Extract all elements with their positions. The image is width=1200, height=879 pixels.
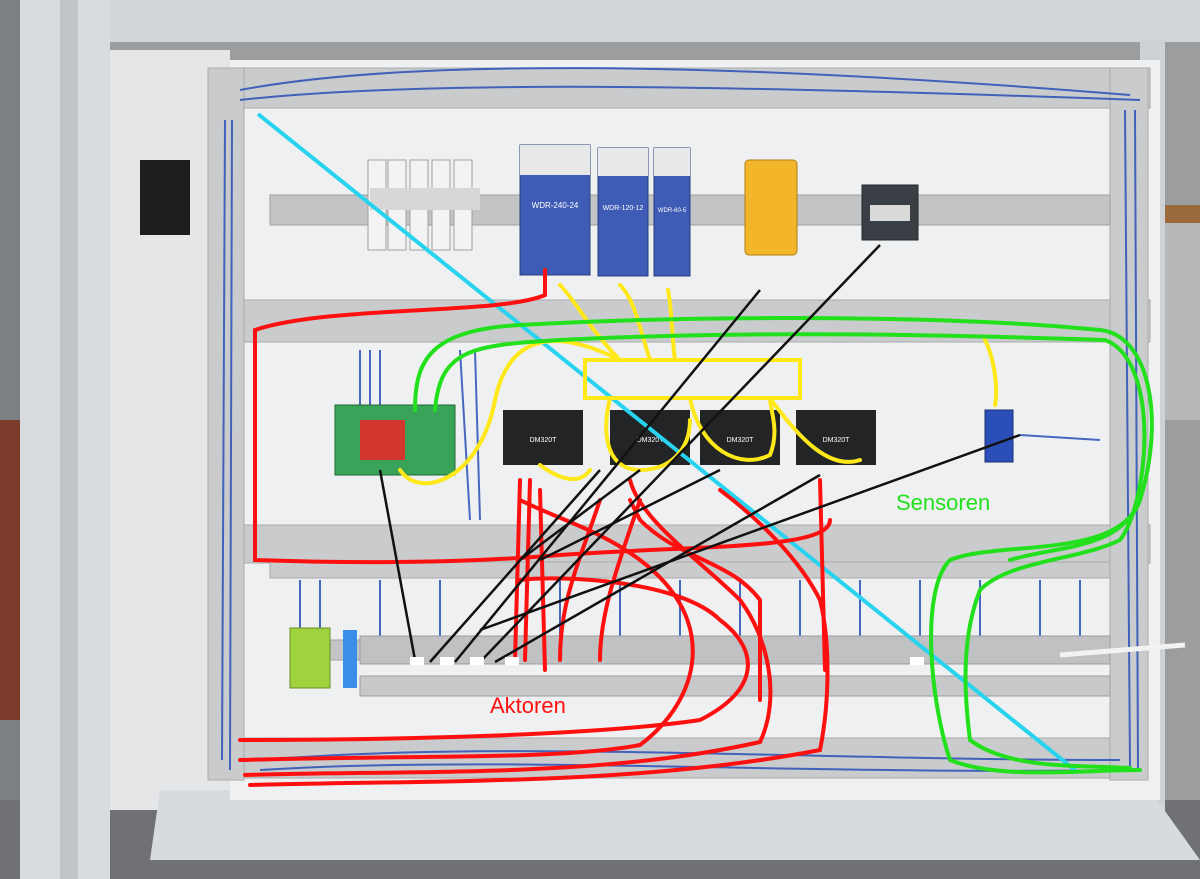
sensor-module	[984, 409, 1014, 463]
safety-relay	[744, 159, 798, 256]
handle-bar	[1059, 642, 1186, 658]
frame-bottom	[150, 790, 1200, 860]
terminal-blocks	[289, 627, 1111, 697]
contactor	[861, 184, 919, 241]
terminal-blue	[343, 630, 357, 688]
stepper-driver-1	[503, 410, 583, 465]
actuators-label: Aktoren	[490, 693, 566, 718]
stepper-driver-4	[796, 410, 876, 465]
sensors-label: Sensoren	[896, 490, 991, 515]
terminal-markers	[410, 657, 924, 665]
diagonal-line	[256, 112, 1077, 772]
stepper-driver-3-label: DM320T	[727, 437, 755, 444]
power-socket	[140, 160, 190, 235]
blue-wiring	[221, 67, 1141, 772]
signal-lines-annotation	[378, 244, 1021, 664]
duct-terminal	[269, 561, 1111, 579]
power-supply-24v	[519, 144, 591, 276]
terminal-ground	[289, 627, 331, 689]
controller-board	[334, 404, 456, 476]
psu-5v-label: WDR-60-5	[658, 208, 687, 214]
stepper-driver-2-label: DM320T	[637, 437, 665, 444]
frame-top	[20, 0, 1200, 42]
power-supply-5v	[653, 147, 691, 277]
psu-5v-terminals	[654, 148, 690, 176]
psu-24v-label: WDR-240-24	[532, 201, 579, 210]
stepper-driver-4-label: DM320T	[823, 437, 851, 444]
circuit-breakers	[367, 159, 480, 251]
terminal-strip-upper	[359, 635, 1111, 665]
sensor-wiring-annotation	[413, 316, 1154, 775]
stepper-driver-1-label: DM320T	[530, 437, 558, 444]
psu-24v-terminals	[520, 145, 590, 175]
duct-left	[207, 67, 245, 781]
right-shelf-board	[1165, 205, 1200, 223]
frame-left-groove	[60, 0, 78, 879]
psu-12v-label: WDR-120-12	[603, 205, 644, 212]
power-supply-12v	[597, 147, 649, 277]
psu-12v-terminals	[598, 148, 648, 176]
controller-board-shield	[360, 420, 405, 460]
